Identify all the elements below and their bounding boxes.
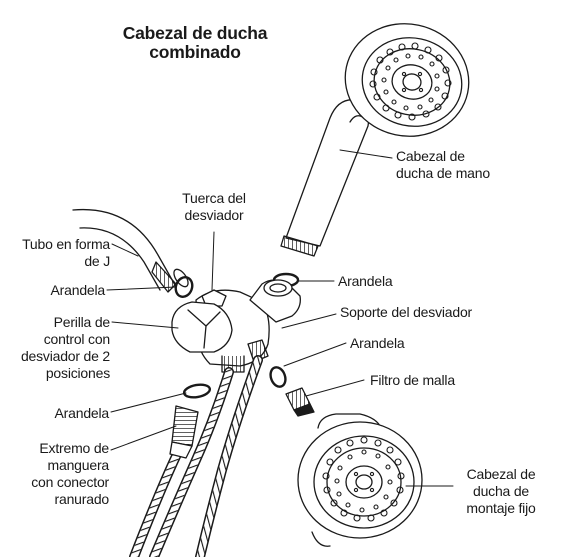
label-hand-shower-line-2: ducha de mano bbox=[396, 165, 490, 181]
label-knob-line-1: Perilla de bbox=[53, 314, 111, 330]
label-washer-2: Arandela bbox=[338, 273, 393, 290]
leader-washer-1 bbox=[106, 286, 177, 291]
label-washer-4-text: Arandela bbox=[54, 405, 110, 421]
label-hose-end-line-3: con conector bbox=[31, 474, 109, 490]
leader-j-pipe bbox=[111, 243, 139, 257]
label-j-pipe-line-2: de J bbox=[84, 253, 110, 269]
label-fixed-shower: Cabezal de ducha de montaje fijo bbox=[446, 466, 556, 517]
label-fixed-shower-line-1: Cabezal de bbox=[466, 466, 536, 482]
label-diverter-nut-line-2: desviador bbox=[184, 207, 244, 223]
washer-3-illustration bbox=[269, 366, 287, 388]
label-washer-2-text: Arandela bbox=[338, 273, 393, 289]
leader-knob bbox=[111, 321, 179, 329]
leader-diverter-nut bbox=[211, 231, 215, 291]
j-pipe-illustration bbox=[72, 208, 189, 293]
label-hand-shower: Cabezal de ducha de mano bbox=[396, 148, 490, 182]
mesh-filter-illustration bbox=[285, 387, 315, 417]
label-hose-end-line-4: ranurado bbox=[54, 491, 110, 507]
label-washer-3-text: Arandela bbox=[350, 335, 405, 351]
hose-illustration bbox=[129, 355, 263, 557]
label-j-pipe-line-1: Tubo en forma bbox=[22, 236, 110, 252]
diverter-body-illustration bbox=[171, 279, 301, 373]
fixed-shower-illustration bbox=[297, 413, 423, 547]
label-diverter-support: Soporte del desviador bbox=[340, 304, 472, 321]
leader-hose-end bbox=[110, 425, 177, 451]
label-washer-4: Arandela bbox=[2, 405, 110, 422]
label-washer-1-text: Arandela bbox=[50, 282, 106, 298]
label-washer-1: Arandela bbox=[2, 282, 106, 299]
title-line-2: combinado bbox=[149, 42, 241, 62]
label-j-pipe: Tubo en forma de J bbox=[2, 236, 110, 270]
label-hose-end: Extremo de manguera con conector ranurad… bbox=[2, 440, 109, 508]
label-diverter-support-text: Soporte del desviador bbox=[340, 304, 472, 320]
label-knob-line-3: desviador de 2 bbox=[20, 348, 110, 364]
label-knob-line-2: control con bbox=[43, 331, 110, 347]
leader-lines bbox=[106, 149, 454, 487]
leader-washer-3 bbox=[283, 342, 347, 367]
washer-1-illustration bbox=[174, 276, 194, 298]
leader-hand-shower bbox=[339, 149, 393, 159]
label-mesh-filter-text: Filtro de malla bbox=[370, 372, 455, 388]
label-diverter-nut-line-1: Tuerca del bbox=[182, 190, 246, 206]
title-line-1: Cabezal de ducha bbox=[122, 23, 268, 43]
washer-4-illustration bbox=[182, 383, 212, 399]
label-hand-shower-line-1: Cabezal de bbox=[396, 148, 465, 164]
label-diverter-nut: Tuerca del desviador bbox=[176, 190, 252, 224]
label-hose-end-line-1: Extremo de bbox=[39, 440, 109, 456]
leader-mesh-filter bbox=[305, 379, 365, 397]
leader-washer-4 bbox=[110, 392, 187, 413]
label-fixed-shower-line-3: montaje fijo bbox=[466, 500, 536, 516]
label-knob: Perilla de control con desviador de 2 po… bbox=[2, 314, 110, 382]
label-mesh-filter: Filtro de malla bbox=[370, 372, 455, 389]
label-hose-end-line-2: manguera bbox=[47, 457, 110, 473]
hand-shower-illustration bbox=[280, 23, 470, 257]
page-title: Cabezal de ducha combinado bbox=[100, 24, 290, 62]
label-fixed-shower-line-2: ducha de bbox=[472, 483, 529, 499]
label-knob-line-4: posiciones bbox=[45, 365, 110, 381]
leader-diverter-support bbox=[281, 313, 337, 329]
label-washer-3: Arandela bbox=[350, 335, 405, 352]
